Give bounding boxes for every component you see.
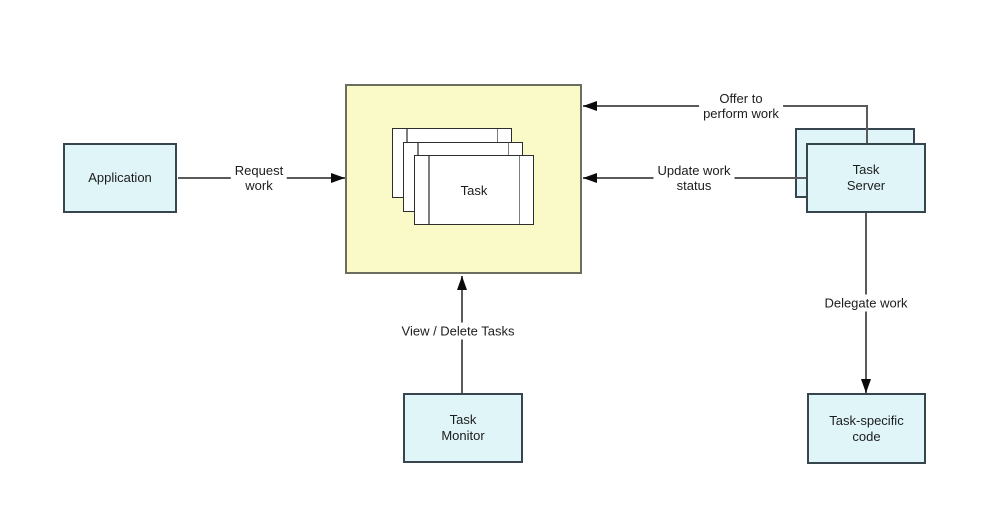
edge-label-request-work: Request work bbox=[230, 162, 288, 194]
offer-arrowhead bbox=[583, 101, 597, 111]
node-task-server: Task Server bbox=[806, 143, 926, 213]
request-work-arrowhead bbox=[331, 173, 345, 183]
task-label: Task bbox=[460, 182, 488, 198]
offer-label-line1: Offer to bbox=[719, 91, 763, 106]
application-label: Application bbox=[88, 170, 152, 185]
task-server-label-line1: Task bbox=[852, 162, 880, 177]
node-task-monitor: Task Monitor bbox=[403, 393, 523, 463]
update-status-label-line1: Update work bbox=[657, 163, 731, 178]
update-status-arrowhead bbox=[583, 173, 597, 183]
task-monitor-label-line2: Monitor bbox=[441, 428, 485, 443]
edge-label-update-status: Update work status bbox=[653, 162, 735, 194]
delegate-arrowhead bbox=[861, 379, 871, 393]
update-status-label-line2: status bbox=[676, 178, 712, 193]
task-specific-code-label-line1: Task-specific bbox=[829, 412, 904, 428]
edge-label-offer: Offer to perform work bbox=[699, 90, 783, 122]
request-work-label-line2: work bbox=[245, 178, 273, 193]
delegate-label: Delegate work bbox=[824, 295, 908, 311]
offer-label-line2: perform work bbox=[703, 106, 779, 121]
task-specific-code-label-line2: code bbox=[852, 428, 881, 444]
task-server-label-line2: Server bbox=[846, 178, 886, 193]
node-application: Application bbox=[63, 143, 177, 213]
view-delete-arrowhead bbox=[457, 276, 467, 290]
view-delete-label: View / Delete Tasks bbox=[401, 323, 515, 339]
edge-label-view-delete: View / Delete Tasks bbox=[397, 322, 519, 340]
task-shape-front: Task bbox=[414, 155, 534, 225]
request-work-label-line1: Request bbox=[234, 163, 284, 178]
edge-label-delegate: Delegate work bbox=[820, 294, 912, 312]
node-task-specific-code: Task-specific code bbox=[807, 393, 926, 464]
edge-offer-line-vertical bbox=[866, 105, 868, 143]
task-monitor-label-line1: Task bbox=[449, 412, 477, 427]
